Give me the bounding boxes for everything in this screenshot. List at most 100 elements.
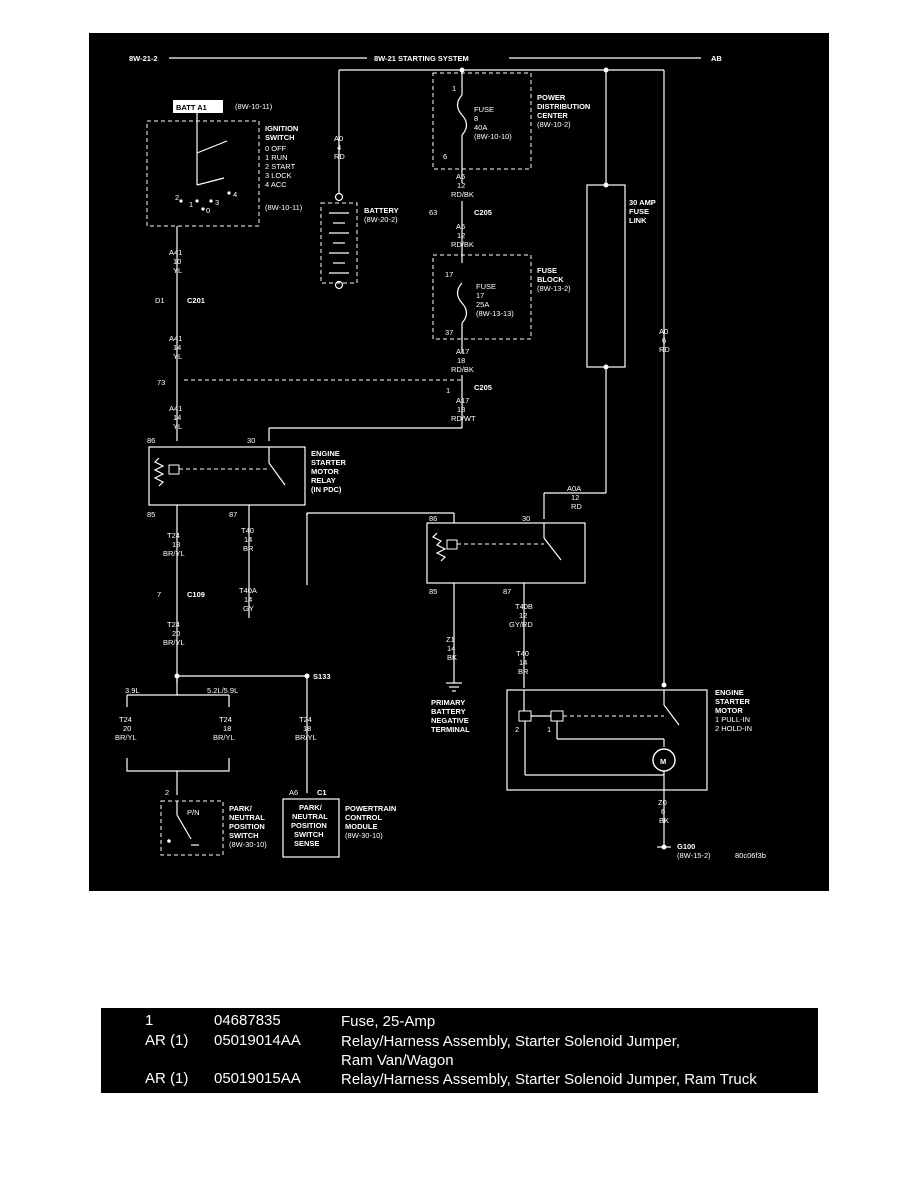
pdc-fuse-4: (8W-10-10)	[474, 132, 512, 141]
pcm-label-3: MODULE	[345, 822, 378, 831]
ign-title-1: IGNITION	[265, 124, 298, 133]
c205-lower-pin-1: 1	[446, 386, 450, 395]
parts-qty: AR (1)	[145, 1070, 189, 1087]
parts-qty: AR (1)	[145, 1032, 189, 1049]
fb-fuse-4: (8W-13-13)	[476, 309, 514, 318]
parts-qty: 1	[145, 1012, 154, 1029]
z0-1: Z0	[658, 798, 667, 807]
primary-batt-3: NEGATIVE	[431, 716, 469, 725]
ign-pin-1: 1	[189, 200, 193, 209]
a0a-3: RD	[571, 502, 582, 511]
a0a-1: A0A	[567, 484, 581, 493]
ign-pos-0: 0 OFF	[265, 144, 287, 153]
pcm-label-2: CONTROL	[345, 813, 382, 822]
primary-batt-4: TERMINAL	[431, 725, 470, 734]
fb-fuse-2: 17	[476, 291, 484, 300]
motor-label-4: 1 PULL-IN	[715, 715, 750, 724]
z0-3: BK	[659, 816, 669, 825]
fb-label-3: (8W-13-2)	[537, 284, 571, 293]
pdc-fuse-1: FUSE	[474, 105, 494, 114]
a17-upper-3: RD/BK	[451, 365, 474, 374]
batt-box	[173, 100, 223, 113]
pn-switch-box	[160, 800, 224, 856]
t40-upper-3: BR	[243, 544, 254, 553]
pcm-label-1: POWERTRAIN	[345, 804, 396, 813]
fb-fuse-1: FUSE	[476, 282, 496, 291]
t40b-2: 12	[519, 611, 527, 620]
t24-upper-1: T24	[167, 531, 180, 540]
pcm-box-5: SENSE	[294, 839, 319, 848]
fuse-link-label-3: LINK	[629, 216, 647, 225]
a0a-2: 12	[571, 493, 579, 502]
pn-pin: 2	[165, 788, 169, 797]
pdc-pin-6: 6	[443, 152, 447, 161]
t24-mid-2: 20	[172, 629, 180, 638]
motor-pin-2: 2	[515, 725, 519, 734]
c109-label: C109	[187, 590, 205, 599]
t24-upper-3: BR/YL	[163, 549, 185, 558]
ign-pin-2: 2	[175, 193, 179, 202]
ign-pin-4: 4	[233, 190, 237, 199]
parts-row: AR (1) 05019015AA Relay/Harness Assembly…	[101, 1070, 818, 1090]
a17-upper-1: A17	[456, 347, 469, 356]
starter-relay-box	[148, 446, 306, 506]
pn-label-5: (8W-30-10)	[229, 840, 267, 849]
pcm-box-4: SWITCH	[294, 830, 324, 839]
a41-lower-3: YL	[173, 422, 182, 431]
a6-upper-2: 12	[457, 181, 465, 190]
ign-pos-2: 2 START	[265, 162, 296, 171]
ign-pos-3: 3 LOCK	[265, 171, 292, 180]
a41-lower-2: 14	[173, 413, 181, 422]
z1-3: BK	[447, 653, 457, 662]
pdc-box	[432, 72, 532, 170]
pdc-label-2: DISTRIBUTION	[537, 102, 590, 111]
a0-top-3: RD	[334, 152, 345, 161]
pdc-label-3: CENTER	[537, 111, 568, 120]
wiring-diagram: 8W-21-2 8W-21 STARTING SYSTEM AB BATT A1…	[89, 33, 829, 891]
motor-label-5: 2 HOLD-IN	[715, 724, 752, 733]
c205-upper-pin: 63	[429, 208, 437, 217]
fb-fuse-3: 25A	[476, 300, 489, 309]
figure-id: 80c06f3b	[735, 851, 766, 860]
batt-box-label: BATT A1	[176, 103, 207, 112]
header-right: AB	[711, 54, 722, 63]
a17-lower-3: RD/WT	[451, 414, 476, 423]
parts-description-cont: Ram Van/Wagon	[341, 1052, 454, 1069]
relay1-label-3: MOTOR	[311, 467, 339, 476]
t24-center-1: T24	[219, 715, 232, 724]
relay2-pin-30: 30	[522, 514, 530, 523]
t40a-3: GY	[243, 604, 254, 613]
a41-mid-2: 14	[173, 343, 181, 352]
g100: G100	[677, 842, 695, 851]
pcm-box	[282, 798, 340, 858]
parts-row: AR (1) 05019014AA Relay/Harness Assembly…	[101, 1032, 818, 1052]
pcm-conn-pin: A6	[289, 788, 298, 797]
a41-mid-1: A41	[169, 334, 182, 343]
t40b-3: GY/RD	[509, 620, 533, 629]
pdc-pin-1: 1	[452, 84, 456, 93]
a0-top-1: A0	[334, 134, 343, 143]
c109-pin: 7	[157, 590, 161, 599]
pdc-fuse-2: 8	[474, 114, 478, 123]
ign-pos-4: 4 ACC	[265, 180, 287, 189]
a41-upper-1: A41	[169, 248, 182, 257]
battery-symbol	[320, 202, 358, 284]
c201-label: C201	[187, 296, 205, 305]
starter-solenoid-relay-box	[426, 522, 586, 584]
relay1-pin-85: 85	[147, 510, 155, 519]
parts-description: Relay/Harness Assembly, Starter Solenoid…	[341, 1071, 757, 1088]
c201-pin: D1	[155, 296, 165, 305]
c205-lower: C205	[474, 383, 492, 392]
a6-lower-1: A6	[456, 222, 465, 231]
a41-lower-1: A41	[169, 404, 182, 413]
primary-batt-1: PRIMARY	[431, 698, 465, 707]
t24-right-1: T24	[299, 715, 312, 724]
fb-pin-17: 17	[445, 270, 453, 279]
a6-lower-3: RD/BK	[451, 240, 474, 249]
a41-upper-2: 10	[173, 257, 181, 266]
wiring-diagram-svg: 8W-21-2 8W-21 STARTING SYSTEM AB BATT A1…	[115, 54, 766, 860]
t24-right-3: BR/YL	[295, 733, 317, 742]
relay1-pin-30: 30	[247, 436, 255, 445]
pn-label-2: NEUTRAL	[229, 813, 265, 822]
motor-pin-1: 1	[547, 725, 551, 734]
